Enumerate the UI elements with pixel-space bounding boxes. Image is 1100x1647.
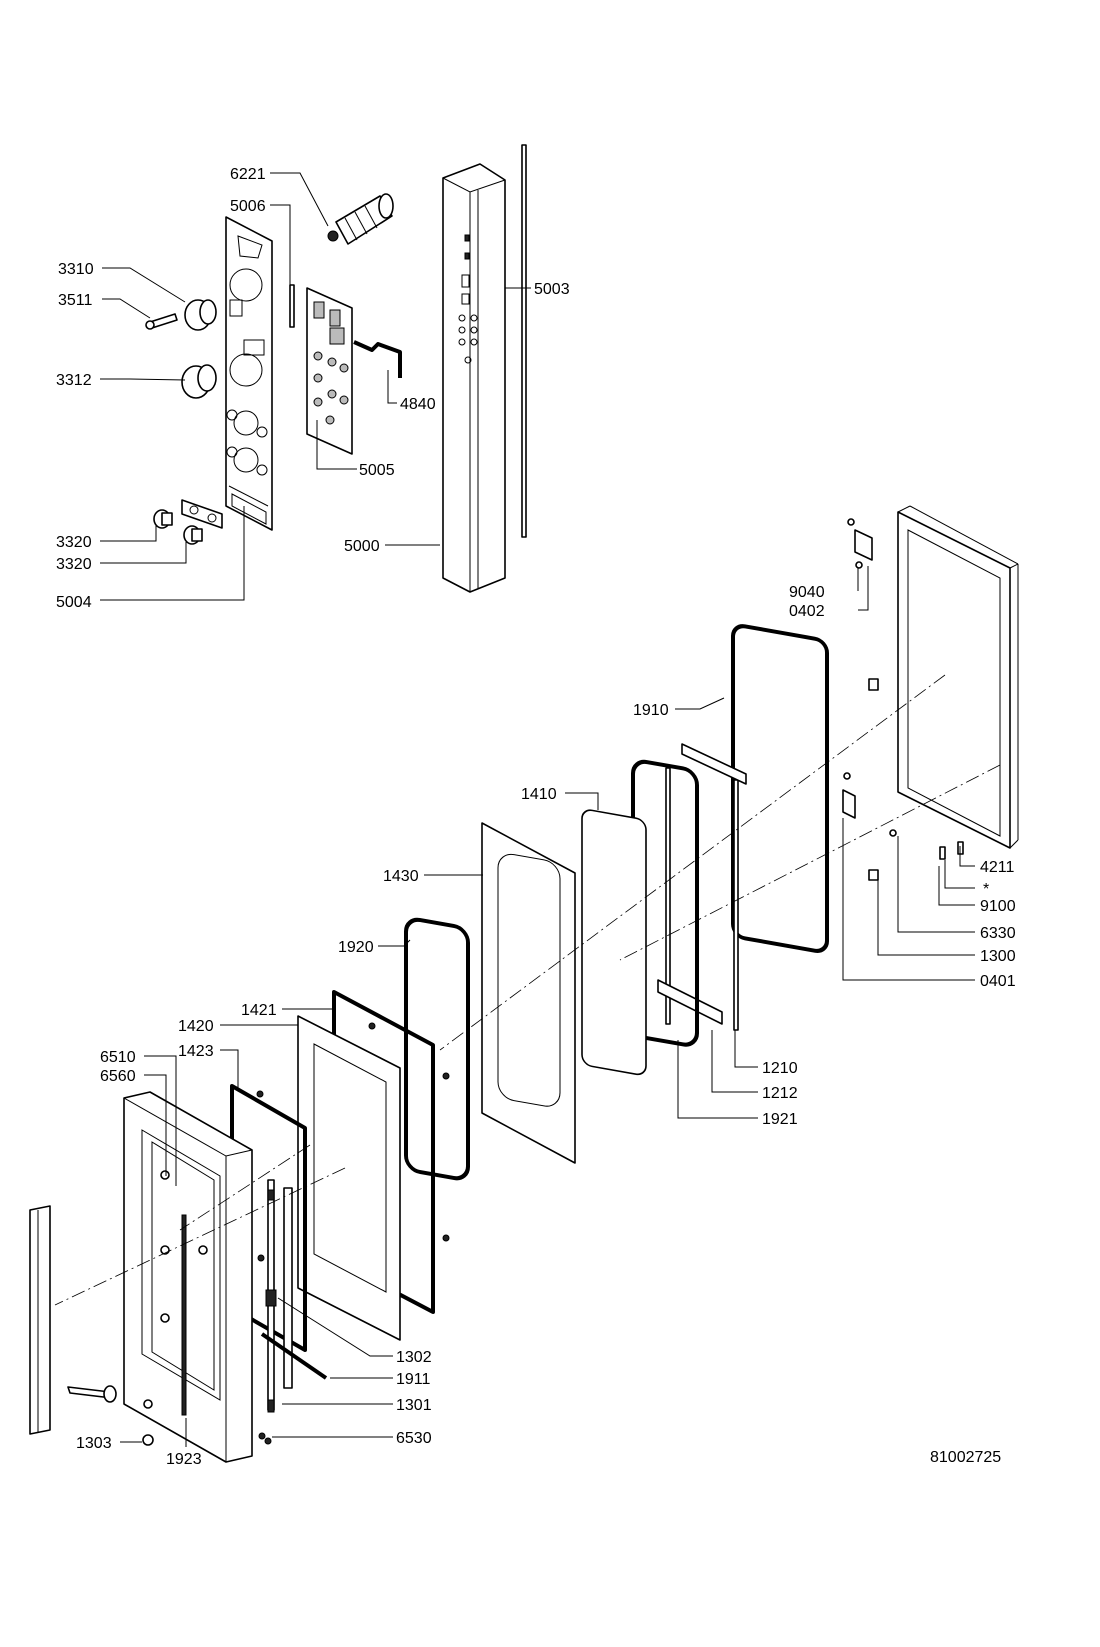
rod-5003 [521, 144, 527, 538]
label-1301: 1301 [396, 1397, 432, 1414]
label-1920: 1920 [338, 939, 374, 956]
drawing-number: 81002725 [930, 1449, 1001, 1466]
column-profile-5000 [442, 163, 506, 593]
label-1300: 1300 [980, 948, 1016, 965]
screw-1303 [142, 1434, 154, 1446]
label-1302: 1302 [396, 1349, 432, 1366]
outer-door-frame [123, 1091, 253, 1463]
label-1921: 1921 [762, 1111, 798, 1128]
hinge-bracket-upper [847, 518, 873, 569]
label-0402: 0402 [789, 603, 825, 620]
rear-door-frame [897, 505, 1019, 849]
label-asterisk: * [983, 881, 989, 898]
label-4840: 4840 [400, 396, 436, 413]
button-bracket [181, 499, 223, 529]
label-9100: 9100 [980, 898, 1016, 915]
label-1910: 1910 [633, 702, 669, 719]
label-3312: 3312 [56, 372, 92, 389]
cable-4840 [353, 340, 402, 378]
label-5004: 5004 [56, 594, 92, 611]
label-1423: 1423 [178, 1043, 214, 1060]
label-3310: 3310 [58, 261, 94, 278]
screw-6530 [258, 1432, 272, 1445]
seal-1911 [260, 1332, 328, 1380]
label-3511: 3511 [58, 292, 93, 309]
front-panel-5004 [225, 216, 273, 531]
button-3320-upper [153, 509, 173, 529]
label-1212: 1212 [762, 1085, 798, 1102]
label-5000: 5000 [344, 538, 380, 555]
gasket-1910 [731, 624, 829, 953]
label-5005: 5005 [359, 462, 395, 479]
gasket-1920 [404, 917, 470, 1181]
label-6530: 6530 [396, 1430, 432, 1447]
circuit-board-5005 [306, 287, 353, 455]
screw-3511 [145, 313, 178, 330]
label-3320-a: 3320 [56, 534, 92, 551]
label-1421: 1421 [241, 1002, 277, 1019]
alignment-axes [54, 674, 1001, 1306]
side-strip [29, 1205, 51, 1435]
label-1911: 1911 [396, 1371, 431, 1388]
label-1210: 1210 [762, 1060, 798, 1077]
label-1430: 1430 [383, 868, 419, 885]
label-5003: 5003 [534, 281, 570, 298]
inner-panel-1430 [481, 822, 576, 1164]
label-6560: 6560 [100, 1068, 136, 1085]
label-6510: 6510 [100, 1049, 136, 1066]
button-3320-lower [183, 525, 203, 545]
knob-3312 [181, 364, 217, 399]
label-4211: 4211 [980, 859, 1015, 876]
small-parts-right [868, 829, 964, 881]
label-6330: 6330 [980, 925, 1016, 942]
glass-1410 [581, 809, 647, 1076]
label-0401: 0401 [980, 973, 1016, 990]
leader-lines [100, 172, 975, 1447]
label-1923: 1923 [166, 1451, 202, 1468]
label-9040: 9040 [789, 584, 825, 601]
hinge-bracket-0401 [842, 772, 856, 819]
knob-3310 [184, 299, 217, 331]
label-6221: 6221 [230, 166, 266, 183]
label-5006: 5006 [230, 198, 266, 215]
label-3320-b: 3320 [56, 556, 92, 573]
label-1303: 1303 [76, 1435, 112, 1452]
hinge-rod [265, 1179, 293, 1413]
bracket-1212 [657, 743, 747, 1025]
glass-1420 [297, 1015, 401, 1341]
part-labels: 6221 5006 3310 3511 3312 4840 5005 5003 … [56, 166, 1016, 1468]
hinge-block [868, 678, 879, 691]
switch-6221 [327, 193, 394, 245]
label-1420: 1420 [178, 1018, 214, 1035]
label-1410: 1410 [521, 786, 557, 803]
door-handle [67, 1385, 117, 1403]
pin-5006 [289, 284, 295, 328]
